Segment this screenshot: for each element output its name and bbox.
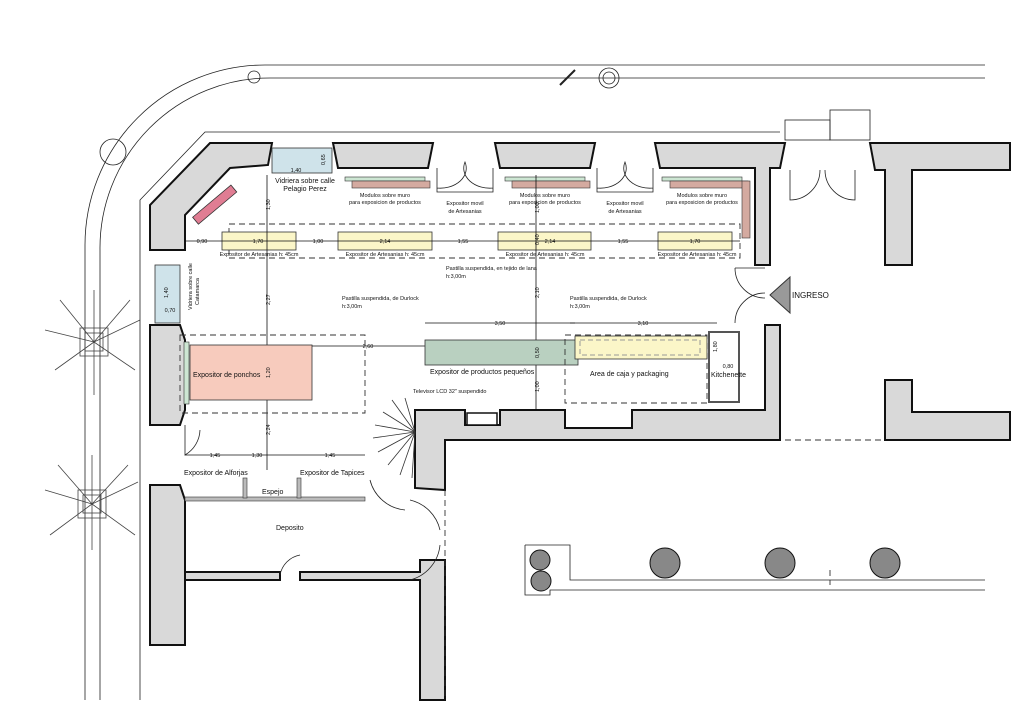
label-modulos: Modulos sobre muro	[520, 193, 570, 199]
dim: 1,45	[325, 453, 336, 459]
label-artesanias: Expositor de Artesanias h: 45cm	[658, 252, 737, 258]
tv	[466, 412, 498, 426]
mobile-exhibitors	[436, 160, 654, 193]
dim: 0,50	[535, 347, 541, 358]
label-vidriera-pelagio: Vidriera sobre calle	[275, 178, 335, 185]
entrance-doors[interactable]	[734, 109, 871, 324]
dim: 2,14	[380, 239, 391, 245]
vidriera-catamarca	[154, 264, 181, 324]
dimension-labels: 1,40 0,65 0,90 1,70 1,00 2,14 1,55 2,14 …	[164, 154, 733, 459]
label-pastilla-durlock: Pastilla suspendida, de Durlock	[342, 296, 419, 302]
label-espejo: Espejo	[262, 489, 284, 496]
label-artesanias: Expositor de Artesanias h: 45cm	[346, 252, 425, 258]
label-tapices: Expositor de Tapices	[300, 470, 365, 477]
label-movil: de Artesanias	[448, 209, 482, 215]
label-movil: de Artesanias	[608, 209, 642, 215]
label-artesanias: Expositor de Artesanias h: 45cm	[220, 252, 299, 258]
walls	[149, 142, 1011, 701]
label-televisor: Televisor LCD 32" suspendido	[413, 389, 487, 395]
dim: 1,80	[713, 341, 719, 352]
label-pastilla-durlock: h:3,00m	[570, 304, 590, 310]
label-movil: Expositor movil	[446, 201, 483, 207]
label-deposito: Deposito	[276, 525, 304, 532]
entrance-arrow-icon	[769, 275, 791, 315]
dim: 1,30	[266, 199, 272, 210]
dim: 0,65	[321, 154, 327, 165]
dim: 0,90	[197, 239, 208, 245]
dim: 1,30	[252, 453, 263, 459]
column-icon	[529, 547, 901, 592]
label-pastilla-lana: Pastilla suspendida, en tejido de lana	[446, 266, 538, 272]
dim: 1,70	[253, 239, 264, 245]
street-pole-icon	[99, 138, 127, 166]
label-modulos: para exposicion de productos	[349, 200, 421, 206]
dim: 2,14	[545, 239, 556, 245]
street-lamp-icon	[247, 70, 261, 84]
dim: 0,80	[723, 364, 734, 370]
doors[interactable]	[184, 425, 441, 581]
label-modulos: Modulos sobre muro	[360, 193, 410, 199]
label-artesanias: Expositor de Artesanias h: 45cm	[506, 252, 585, 258]
street-lamp-icon	[598, 67, 620, 89]
dim: 1,00	[313, 239, 324, 245]
label-pastilla-durlock: h:3,00m	[342, 304, 362, 310]
dim: 0,70	[165, 308, 176, 314]
label-vidriera-catamarca: Catamarca	[195, 277, 201, 305]
label-productos-pequenos: Expositor de productos pequeños	[430, 369, 535, 376]
dim: 0,40	[535, 234, 541, 245]
dim: 3,50	[495, 321, 506, 327]
dim: 2,27	[266, 294, 272, 305]
label-pastilla-durlock: Pastilla suspendida, de Durlock	[570, 296, 647, 302]
label-modulos: para exposicion de productos	[666, 200, 738, 206]
label-alforjas: Expositor de Alforjas	[184, 470, 248, 477]
dim: 1,40	[291, 168, 302, 174]
label-caja: Area de caja y packaging	[590, 371, 669, 378]
dim: 1,70	[690, 239, 701, 245]
spiral-staircase-icon[interactable]	[372, 397, 416, 479]
dim: 1,00	[535, 381, 541, 392]
cashier-counter	[574, 335, 708, 360]
dim: 2,10	[535, 287, 541, 298]
label-movil: Expositor movil	[606, 201, 643, 207]
dim: 1,55	[458, 239, 469, 245]
deposito-partition	[184, 454, 366, 502]
label-modulos: Modulos sobre muro	[677, 193, 727, 199]
dim: 3,10	[638, 321, 649, 327]
tree-icon	[44, 455, 139, 550]
ponchos-exhibitor	[189, 344, 313, 401]
dim: 1,55	[618, 239, 629, 245]
label-kitchenette: Kitchenette	[711, 372, 746, 379]
label-modulos: para exposicion de productos	[509, 200, 581, 206]
label-vidriera-catamarca: Vidriera sobre calle	[188, 263, 194, 310]
label-vidriera-pelagio: Pelagio Perez	[283, 186, 327, 193]
wall-modules	[344, 176, 751, 239]
dim: 1,20	[266, 367, 272, 378]
bench	[192, 184, 238, 225]
small-products-exhibitor	[424, 339, 579, 366]
dim: 1,45	[210, 453, 221, 459]
label-pastilla-lana: h:3,00m	[446, 274, 466, 280]
street-outline	[84, 64, 985, 700]
vidriera-pelagio	[271, 147, 333, 174]
dim: 2,60	[363, 344, 374, 350]
dim: 1,00	[535, 202, 541, 213]
tree-icon	[44, 290, 141, 395]
dim: 1,40	[164, 287, 170, 298]
label-ingreso: INGRESO	[792, 291, 829, 300]
dim: 2,24	[266, 424, 272, 435]
label-ponchos: Expositor de ponchos	[193, 372, 261, 379]
